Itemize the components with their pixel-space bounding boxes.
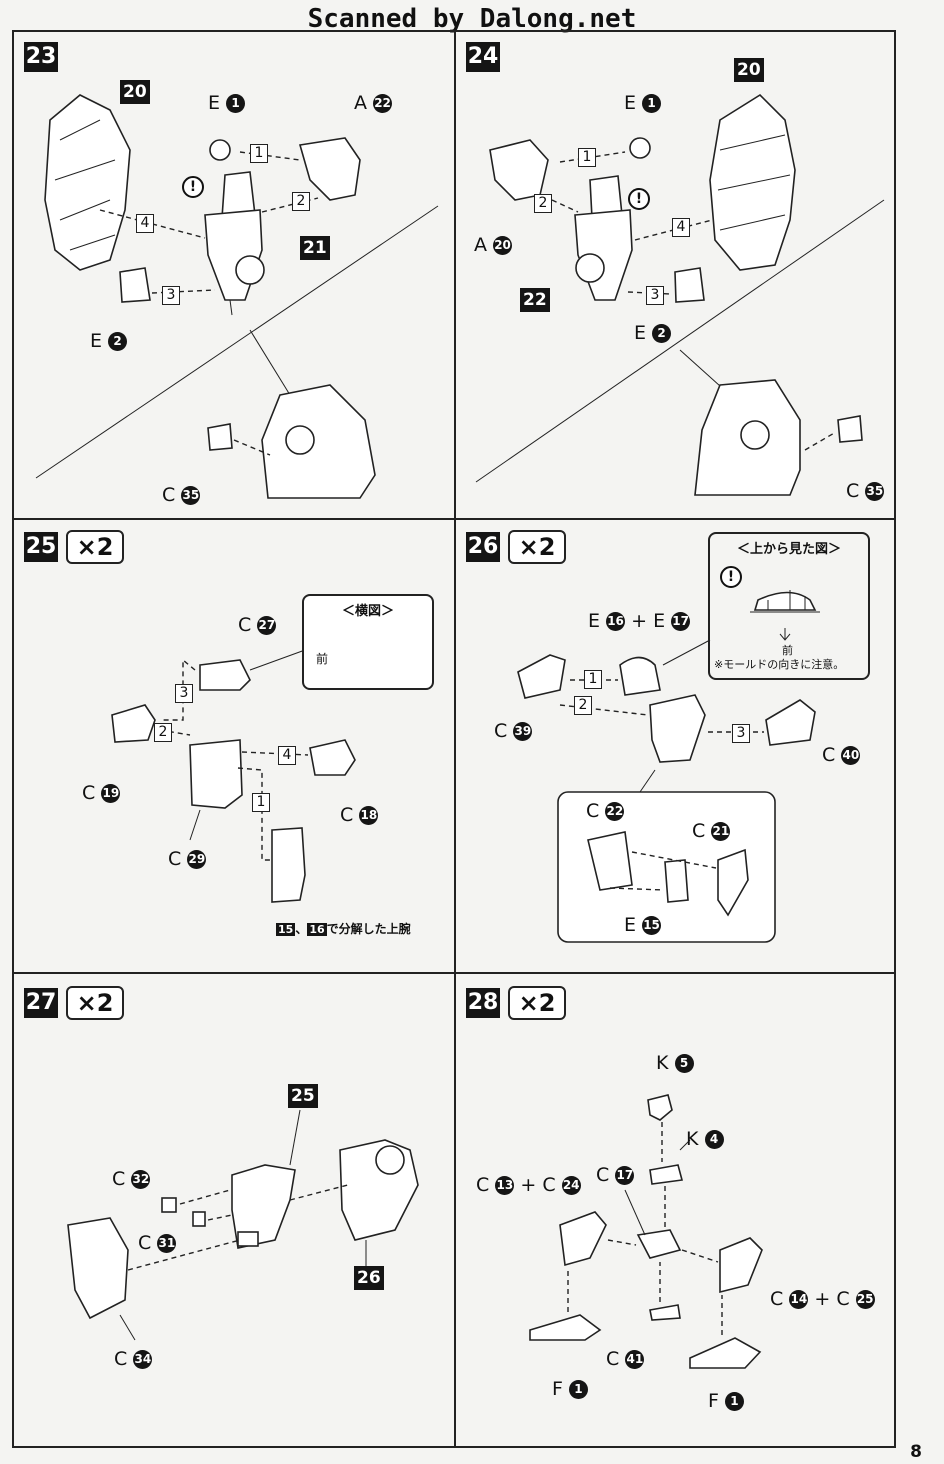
step25-label-c19: C 19 [82, 782, 121, 804]
step24-caution-icon: ! [628, 186, 650, 210]
step26-label-e16-e17: E 16 + E 17 [588, 610, 691, 632]
step27-ref-b: 26 [354, 1266, 384, 1290]
step23-art [35, 94, 439, 499]
step25-callout-front-label: 前 [316, 652, 329, 666]
step28-label-c14-c25: C 14 + C 25 [770, 1288, 875, 1310]
step-26-number: 26 [466, 532, 500, 562]
step23-seq-2: 2 [292, 192, 310, 211]
step28-label-c17: C 17 [596, 1164, 635, 1186]
step26-label-e15: E 15 [624, 914, 662, 936]
step26-label-c40: C 40 [822, 744, 861, 766]
step24-seq-4: 4 [672, 218, 690, 237]
step26-callout-note: ※モールドの向きに注意。 [714, 658, 845, 671]
step27-label-c32: C 32 [112, 1168, 151, 1190]
step28-label-c41: C 41 [606, 1348, 645, 1370]
step28-label-f1-left: F 1 [552, 1378, 588, 1400]
step23-label-c35: C 35 [162, 484, 201, 506]
step26-label-c39: C 39 [494, 720, 533, 742]
step-25-number: 25 [24, 532, 58, 562]
step26-callout-front-label: 前 [782, 644, 793, 657]
step27-label-c34: C 34 [114, 1348, 153, 1370]
step27-art [67, 1109, 419, 1341]
scanner-watermark: Scanned by Dalong.net [307, 4, 637, 34]
row-divider-2 [12, 972, 896, 974]
step-24-number: 24 [466, 42, 500, 72]
step24-seq-2: 2 [534, 194, 552, 213]
step25-seq-1: 1 [252, 793, 270, 812]
step28-label-c13-c24: C 13 + C 24 [476, 1174, 581, 1196]
step25-seq-2: 2 [154, 723, 172, 742]
step24-label-e1: E 1 [624, 92, 662, 114]
step23-seq-4: 4 [136, 214, 154, 233]
step28-multiplier: ×2 [508, 986, 566, 1020]
step27-multiplier: ×2 [66, 986, 124, 1020]
step28-label-k4: K 4 [686, 1128, 724, 1150]
page-number: 8 [910, 1442, 922, 1462]
step26-label-c22: C 22 [586, 800, 625, 822]
step25-label-c18: C 18 [340, 804, 379, 826]
step26-seq-2: 2 [574, 696, 592, 715]
step27-ref-a: 25 [288, 1084, 318, 1108]
step23-seq-1: 1 [250, 144, 268, 163]
step24-ref-a: 20 [734, 58, 764, 82]
step28-art [529, 1094, 763, 1369]
step26-caution-icon: ! [720, 564, 742, 588]
step24-art [475, 93, 885, 496]
step-23-number: 23 [24, 42, 58, 72]
step26-seq-3: 3 [732, 724, 750, 743]
step24-label-c35: C 35 [846, 480, 885, 502]
row-divider-1 [12, 518, 896, 520]
step23-caution-icon: ! [182, 174, 204, 198]
step26-label-c21: C 21 [692, 820, 731, 842]
step24-seq-3: 3 [646, 286, 664, 305]
step-28-number: 28 [466, 988, 500, 1018]
step26-callout-title: ＜上から見た図＞ [736, 542, 841, 557]
column-divider [454, 30, 456, 1448]
step23-label-e1: E 1 [208, 92, 246, 114]
step25-seq-3: 3 [175, 684, 193, 703]
step25-multiplier: ×2 [66, 530, 124, 564]
step25-seq-4: 4 [278, 746, 296, 765]
step23-ref-a: 20 [120, 80, 150, 104]
step24-ref-b: 22 [520, 288, 550, 312]
step27-label-c31: C 31 [138, 1232, 177, 1254]
step24-label-a20: A 20 [474, 234, 513, 256]
step23-label-a22: A 22 [354, 92, 393, 114]
step26-seq-1: 1 [584, 670, 602, 689]
step24-seq-1: 1 [578, 148, 596, 167]
step23-label-e2: E 2 [90, 330, 128, 352]
step24-label-e2: E 2 [634, 322, 672, 344]
step-27-number: 27 [24, 988, 58, 1018]
step26-top-view-callout: ＜上から見た図＞ ! 前 ※モールドの向きに注意。 [708, 532, 870, 680]
step25-label-c27: C 27 [238, 614, 277, 636]
step25-side-view-callout: ＜横図＞ 前 [302, 594, 434, 690]
step25-callout-title: ＜横図＞ [341, 604, 394, 619]
step28-label-k5: K 5 [656, 1052, 694, 1074]
step26-multiplier: ×2 [508, 530, 566, 564]
step23-seq-3: 3 [162, 286, 180, 305]
step28-label-f1-right: F 1 [708, 1390, 744, 1412]
step25-label-c29: C 29 [168, 848, 207, 870]
step23-ref-b: 21 [300, 236, 330, 260]
